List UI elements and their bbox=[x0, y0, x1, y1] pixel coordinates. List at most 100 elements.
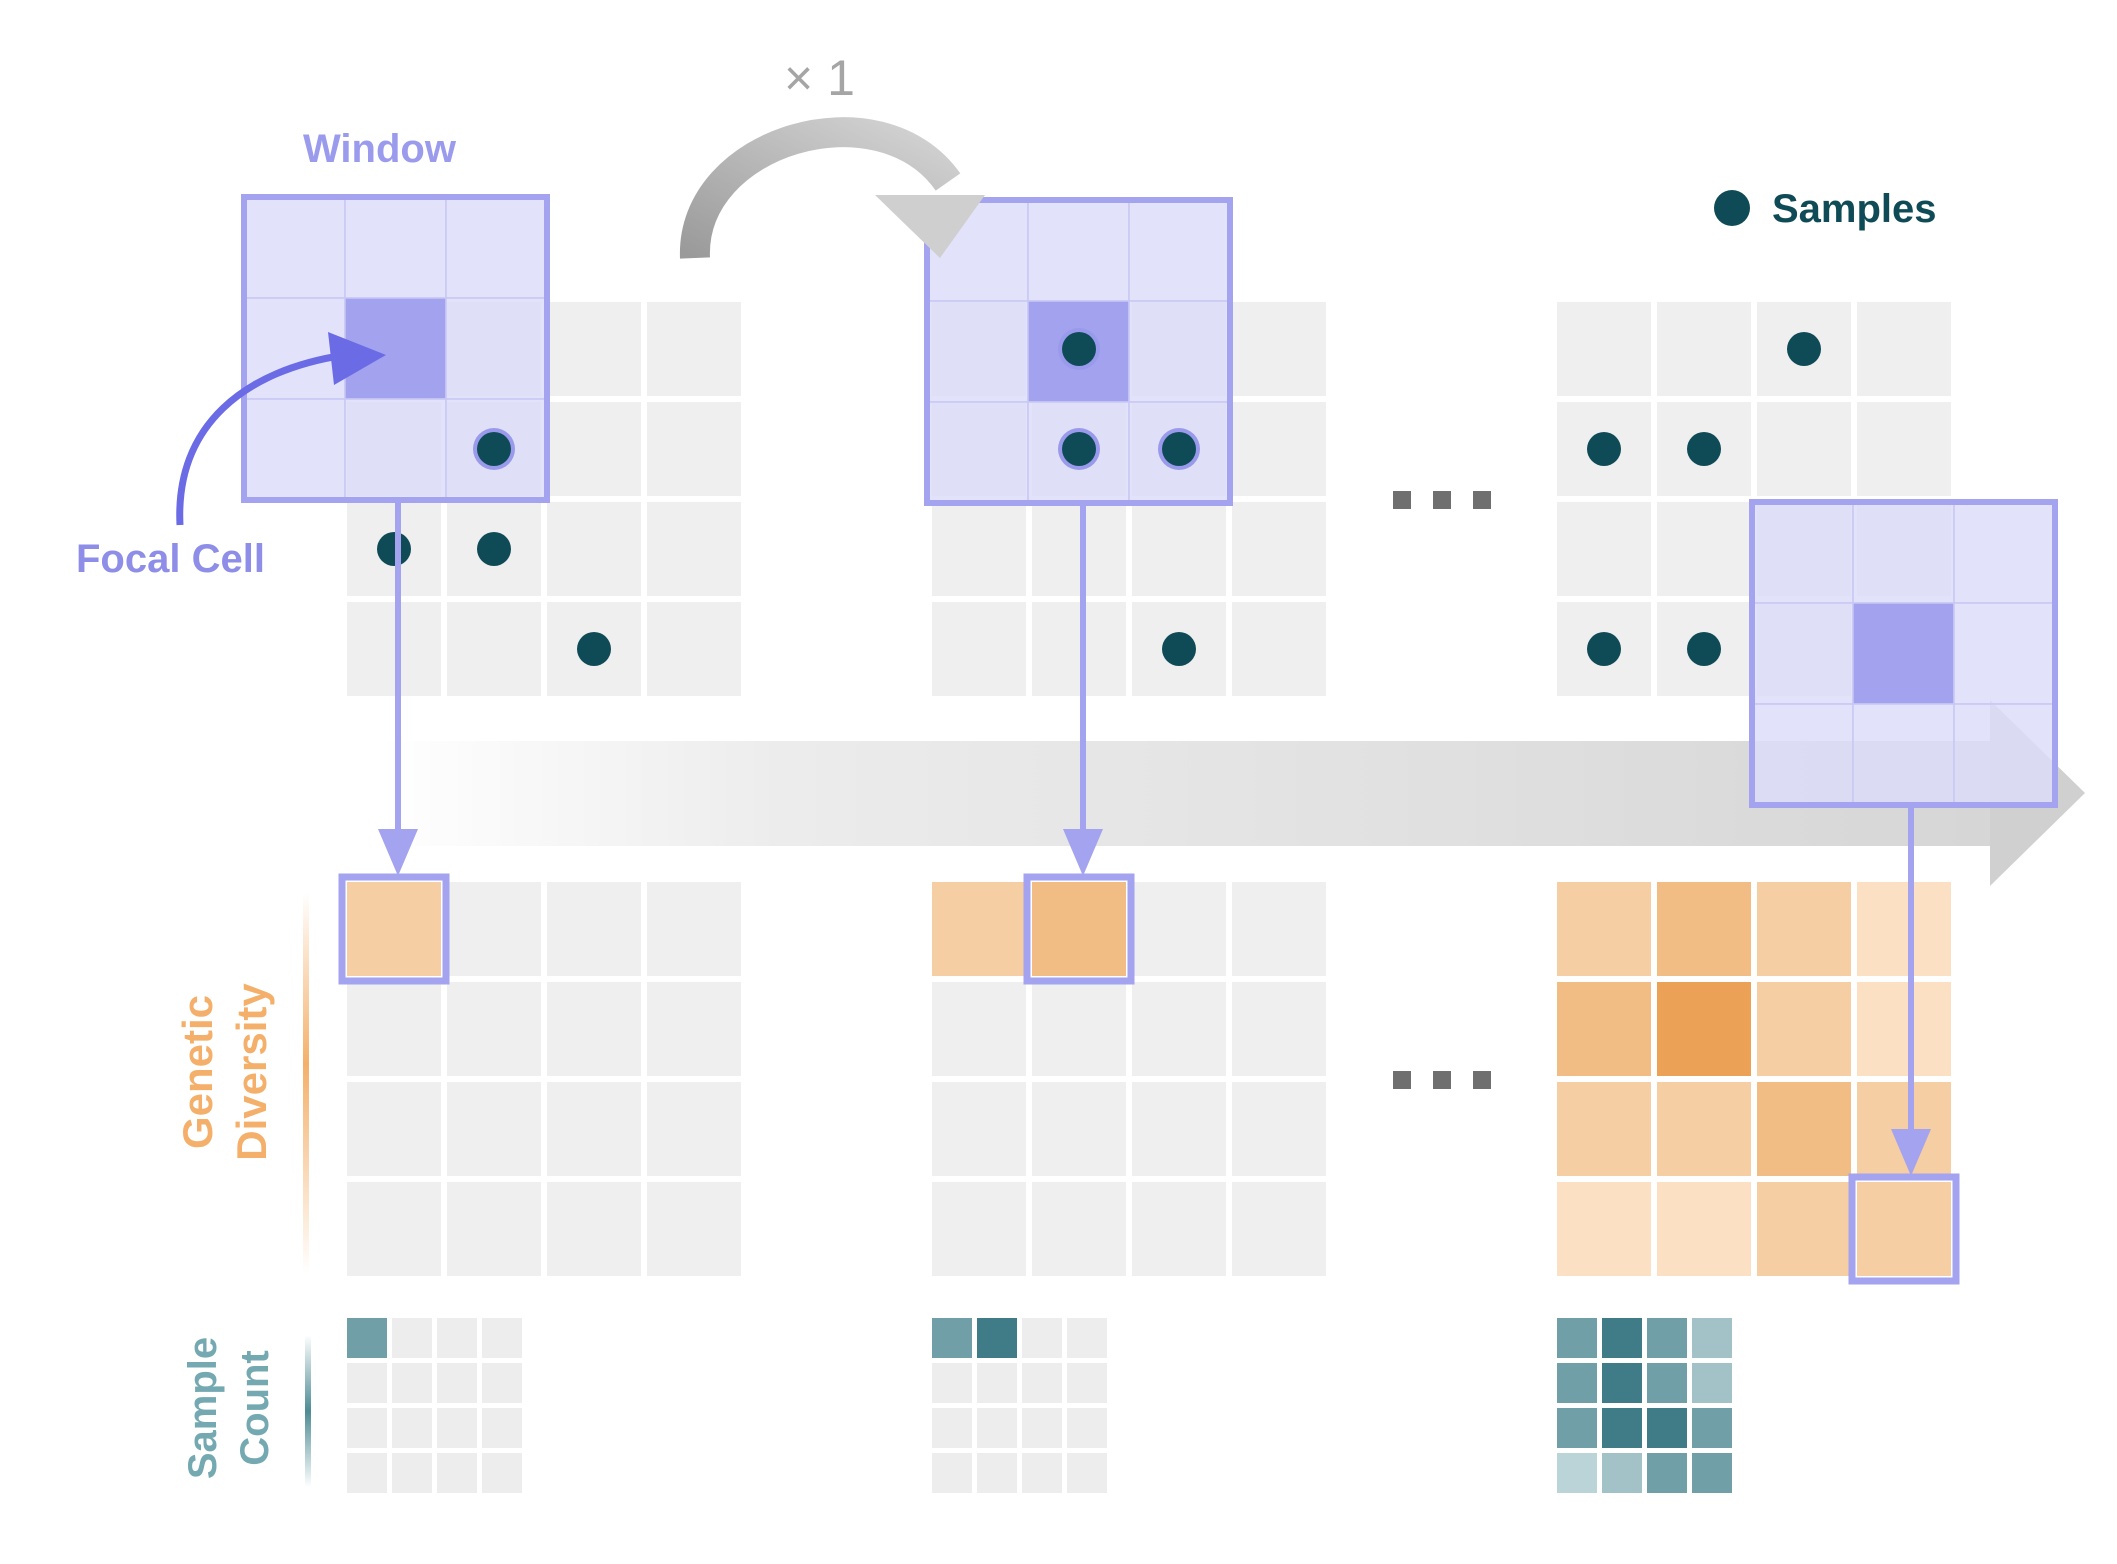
window-cell bbox=[1953, 501, 2056, 604]
count-cell bbox=[347, 1318, 387, 1358]
genetic-diversity-legend: Genetic Diversity bbox=[174, 893, 309, 1273]
count-cell bbox=[1067, 1318, 1107, 1358]
window-cell bbox=[243, 398, 346, 501]
count-cell bbox=[1647, 1453, 1687, 1493]
connector-arrow-step-2 bbox=[1063, 506, 1103, 876]
window-step-2 bbox=[924, 197, 1233, 666]
grid-cell bbox=[1757, 402, 1851, 496]
diversity-cell bbox=[1032, 1182, 1126, 1276]
moving-windows bbox=[241, 194, 2058, 808]
count-cell bbox=[932, 1363, 972, 1403]
count-cell bbox=[392, 1408, 432, 1448]
diversity-cell bbox=[1232, 1082, 1326, 1176]
output-cell-highlight bbox=[1848, 1173, 1960, 1285]
count-cell bbox=[437, 1408, 477, 1448]
sample-grids bbox=[347, 302, 1951, 696]
grid-cell bbox=[1657, 302, 1751, 396]
window-step-1 bbox=[241, 194, 611, 666]
connector-arrowhead bbox=[1891, 1129, 1931, 1176]
grid-cell bbox=[647, 502, 741, 596]
window-step-final bbox=[1587, 332, 2058, 808]
connector-arrowhead bbox=[1063, 829, 1103, 876]
window-border bbox=[924, 197, 1233, 506]
grid-cell bbox=[1232, 602, 1326, 696]
diversity-cell bbox=[1232, 982, 1326, 1076]
diversity-cell bbox=[1232, 1182, 1326, 1276]
diversity-cell bbox=[547, 882, 641, 976]
diversity-cell bbox=[447, 1182, 541, 1276]
diversity-cell bbox=[1657, 1182, 1751, 1276]
diversity-grid-step-1 bbox=[338, 873, 741, 1276]
grid-cell bbox=[547, 302, 641, 396]
count-cell bbox=[482, 1453, 522, 1493]
grid-cell bbox=[1657, 502, 1751, 596]
window-cell bbox=[1128, 199, 1231, 302]
grid-cell bbox=[1032, 602, 1126, 696]
diversity-grid-step-final bbox=[1557, 882, 1960, 1285]
diversity-cell bbox=[447, 1082, 541, 1176]
diversity-cell bbox=[1657, 982, 1751, 1076]
diversity-cell bbox=[1032, 1082, 1126, 1176]
samples-legend-label: Samples bbox=[1772, 187, 1937, 231]
window-cell bbox=[344, 398, 447, 501]
count-cell bbox=[347, 1363, 387, 1403]
connector-arrow-step-final bbox=[1891, 808, 1931, 1176]
window-label: Window bbox=[303, 127, 457, 171]
grid-cell bbox=[547, 502, 641, 596]
count-cell bbox=[1557, 1318, 1597, 1358]
count-cell bbox=[437, 1318, 477, 1358]
diversity-cell bbox=[1657, 882, 1751, 976]
count-cell bbox=[1692, 1318, 1732, 1358]
diversity-cell bbox=[1132, 882, 1226, 976]
connector-arrowhead bbox=[378, 829, 418, 876]
count-cell bbox=[1067, 1408, 1107, 1448]
grid-cell bbox=[1032, 502, 1126, 596]
count-cell bbox=[932, 1318, 972, 1358]
count-cell bbox=[932, 1453, 972, 1493]
genetic-diversity-label-line1: Genetic bbox=[174, 995, 221, 1149]
sample-dot bbox=[1687, 632, 1721, 666]
count-cell bbox=[1647, 1408, 1687, 1448]
diversity-cell bbox=[1557, 1182, 1651, 1276]
grid-cell bbox=[1232, 402, 1326, 496]
count-cell bbox=[482, 1408, 522, 1448]
count-cell bbox=[977, 1318, 1017, 1358]
diversity-cell bbox=[1132, 1182, 1226, 1276]
diversity-cell bbox=[1032, 982, 1126, 1076]
count-grid-step-2 bbox=[932, 1318, 1107, 1493]
window-border bbox=[1749, 499, 2058, 808]
diversity-cell bbox=[1232, 882, 1326, 976]
diversity-cell bbox=[1557, 1082, 1651, 1176]
sample-dot bbox=[1787, 332, 1821, 366]
diversity-cell bbox=[1557, 882, 1651, 976]
sample-dot bbox=[1162, 632, 1196, 666]
count-cell bbox=[392, 1453, 432, 1493]
count-cell bbox=[1647, 1363, 1687, 1403]
diversity-cell bbox=[1557, 982, 1651, 1076]
grid-cell bbox=[647, 602, 741, 696]
diversity-cell bbox=[932, 1082, 1026, 1176]
diversity-cell bbox=[1757, 1182, 1851, 1276]
diversity-cell bbox=[1757, 1082, 1851, 1176]
diversity-grids bbox=[338, 873, 1960, 1285]
count-cell bbox=[1022, 1408, 1062, 1448]
diversity-grid-step-2 bbox=[932, 873, 1326, 1276]
grid-cell bbox=[1857, 302, 1951, 396]
diversity-cell bbox=[1757, 982, 1851, 1076]
diversity-cell bbox=[347, 1182, 441, 1276]
count-cell bbox=[347, 1408, 387, 1448]
window-cell bbox=[1751, 703, 1854, 806]
count-cell bbox=[1692, 1453, 1732, 1493]
count-cell bbox=[1602, 1318, 1642, 1358]
genetic-diversity-label-line2: Diversity bbox=[228, 983, 275, 1161]
diversity-cell bbox=[1132, 982, 1226, 1076]
diversity-cell bbox=[932, 982, 1026, 1076]
count-cell bbox=[482, 1318, 522, 1358]
count-grid-step-final bbox=[1557, 1318, 1732, 1493]
sample-dot bbox=[1687, 432, 1721, 466]
sample-dot bbox=[1062, 332, 1096, 366]
count-cell bbox=[1602, 1453, 1642, 1493]
sample-dot bbox=[377, 532, 411, 566]
count-cell bbox=[932, 1408, 972, 1448]
